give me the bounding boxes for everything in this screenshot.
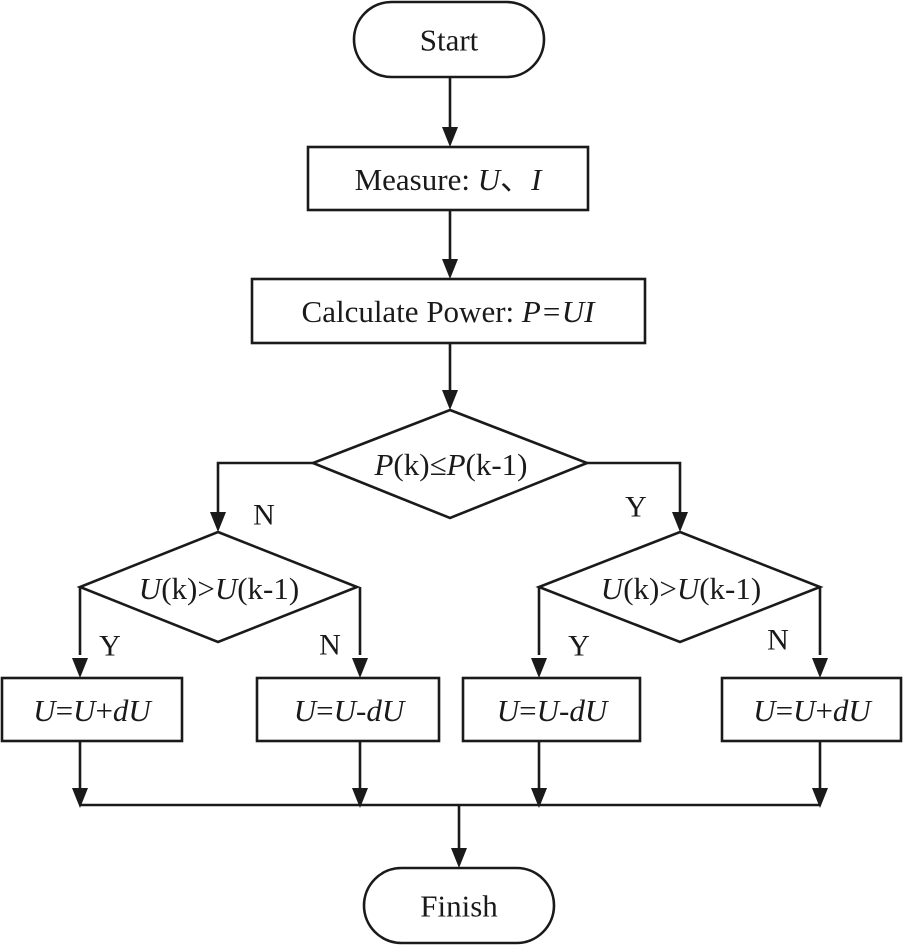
right-voltage-previous-symbol: U: [677, 571, 702, 606]
arrowhead-action2: [352, 658, 368, 678]
action3-operator: -: [559, 693, 569, 728]
left-voltage-previous-symbol: U: [215, 571, 240, 606]
branch-label-power-no: N: [253, 499, 275, 532]
action1-step: dU: [113, 693, 154, 728]
branch-label-right-yes: Y: [568, 630, 590, 663]
start-terminal: Start: [352, 0, 546, 79]
calculate-step: Calculate Power: P=UI: [250, 277, 647, 345]
voltage-decision-right-label: U(k)>U(k-1): [601, 571, 761, 606]
arrowhead-decision-power: [442, 390, 458, 410]
connectors: [78, 77, 822, 849]
branch-labels: N Y Y N Y N: [99, 491, 789, 663]
arrowhead-decision-right: [672, 512, 688, 532]
voltage-decision-left: U(k)>U(k-1): [76, 530, 361, 644]
action3-step: dU: [569, 693, 610, 728]
measure-step: Measure: U、I: [306, 145, 590, 212]
arrowhead-finish: [451, 848, 467, 868]
left-voltage-operator: (k)>: [161, 571, 215, 606]
voltage-decision-left-label: U(k)>U(k-1): [139, 571, 299, 606]
measure-prefix: Measure:: [355, 162, 478, 197]
action3-base: U: [537, 693, 562, 728]
branch-label-power-yes: Y: [625, 491, 647, 524]
voltage-decision-right: U(k)>U(k-1): [535, 530, 824, 644]
power-previous-index: (k-1): [466, 447, 528, 482]
action2-operator: -: [356, 693, 366, 728]
left-voltage-previous-index: (k-1): [237, 571, 299, 606]
arrowhead-action3: [531, 658, 547, 678]
right-voltage-previous-index: (k-1): [699, 571, 761, 606]
action2-equals: =: [316, 693, 333, 728]
action1-equals: =: [56, 693, 73, 728]
finish-label: Finish: [420, 889, 498, 924]
arrowhead-action4: [812, 658, 828, 678]
arrowhead-calculate: [442, 259, 458, 279]
left-voltage-current-symbol: U: [139, 571, 164, 606]
action4-base: U: [793, 693, 818, 728]
measure-voltage-symbol: U: [478, 162, 503, 197]
action1-base: U: [73, 693, 98, 728]
action-decrease-right: U=U-dU: [461, 676, 642, 743]
arrowhead-decision-left: [210, 512, 226, 532]
action2-step: dU: [366, 693, 407, 728]
action3-target: U: [497, 693, 522, 728]
calculate-equation: P=UI: [521, 294, 596, 329]
arrowhead-merge-action1: [72, 788, 88, 808]
arrowheads: [72, 127, 828, 868]
action4-target: U: [753, 693, 778, 728]
connector-power-yes-branch: [587, 461, 682, 515]
action-increase-right-label: U=U+dU: [753, 693, 873, 728]
action-decrease-right-label: U=U-dU: [497, 693, 610, 728]
measure-label: Measure: U、I: [355, 162, 543, 197]
action4-operator: +: [815, 693, 832, 728]
action-decrease-left: U=U-dU: [255, 676, 441, 743]
arrowhead-measure: [442, 127, 458, 147]
calculate-prefix: Calculate Power:: [302, 294, 522, 329]
connector-power-no-branch: [216, 461, 313, 515]
branch-label-left-no: N: [319, 629, 341, 662]
action4-equals: =: [776, 693, 793, 728]
measure-separator: 、: [500, 162, 531, 197]
action2-base: U: [334, 693, 359, 728]
arrowhead-action1: [72, 658, 88, 678]
power-previous-symbol: P: [446, 447, 466, 482]
action1-target: U: [33, 693, 58, 728]
action2-target: U: [294, 693, 319, 728]
action1-operator: +: [95, 693, 112, 728]
power-decision: P(k)≤P(k-1): [309, 408, 591, 520]
arrowhead-merge-action3: [531, 788, 547, 808]
action-increase-left: U=U+dU: [0, 676, 184, 743]
action4-step: dU: [833, 693, 874, 728]
branch-label-right-no: N: [767, 624, 789, 657]
action-increase-left-label: U=U+dU: [33, 693, 153, 728]
calculate-label: Calculate Power: P=UI: [302, 294, 597, 329]
right-voltage-current-symbol: U: [601, 571, 626, 606]
action-increase-right: U=U+dU: [720, 676, 903, 743]
action3-equals: =: [519, 693, 536, 728]
finish-terminal: Finish: [362, 866, 556, 945]
power-current-symbol: P: [373, 447, 393, 482]
arrowhead-merge-action2: [352, 788, 368, 808]
branch-label-left-yes: Y: [99, 630, 121, 663]
right-voltage-operator: (k)>: [623, 571, 677, 606]
arrowhead-merge-action4: [812, 788, 828, 808]
action-decrease-left-label: U=U-dU: [294, 693, 407, 728]
power-operator: (k)≤: [393, 447, 446, 482]
start-label: Start: [420, 23, 479, 58]
measure-current-symbol: I: [530, 162, 543, 197]
power-decision-label: P(k)≤P(k-1): [373, 447, 527, 482]
